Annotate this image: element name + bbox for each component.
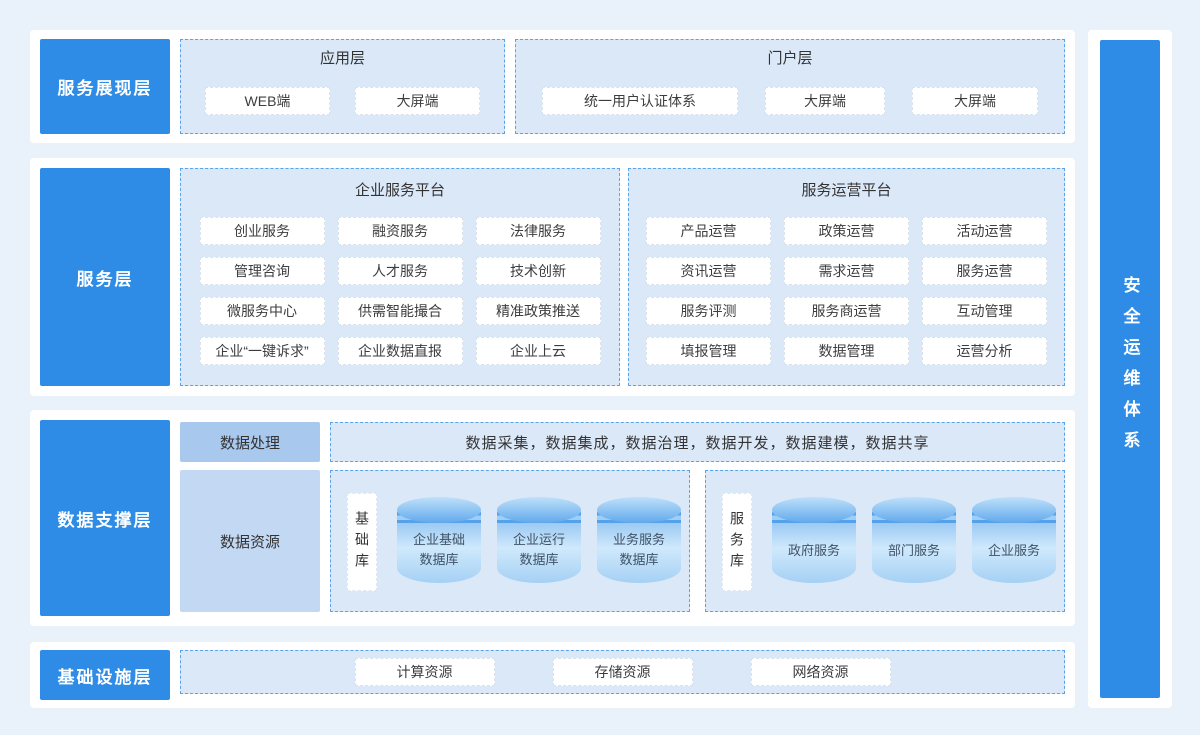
service-item-button: 法律服务 [475, 217, 601, 245]
cylinder-body [772, 523, 856, 583]
presentation-layer-panel: 服务展现层 应用层 WEB端 大屏端 门户层 统一用户认证体系 大屏端 大屏端 [30, 30, 1075, 143]
database-cylinder: 部门服务 [872, 497, 956, 583]
operation-item-button: 数据管理 [784, 337, 909, 365]
operation-item-button: 运营分析 [922, 337, 1047, 365]
service-item-button: 人才服务 [337, 257, 463, 285]
operation-item-button: 互动管理 [922, 297, 1047, 325]
portal-layer-group: 门户层 统一用户认证体系 大屏端 大屏端 [515, 39, 1065, 134]
service-operation-platform: 服务运营平台 产品运营 政策运营 活动运营 资讯运营 需求运营 服务运营 服务评… [628, 168, 1065, 386]
infra-item-button: 存储资源 [552, 658, 693, 686]
service-item-button: 供需智能撮合 [337, 297, 463, 325]
cylinder-body [872, 523, 956, 583]
security-ops-bar: 安全运维体系 [1100, 40, 1160, 698]
service-item-button: 企业数据直报 [337, 337, 463, 365]
infra-item-button: 网络资源 [750, 658, 891, 686]
cylinder-body [972, 523, 1056, 583]
data-processing-label: 数据处理 [180, 422, 320, 462]
application-items-row: WEB端 大屏端 [181, 87, 504, 115]
platform-title: 服务运营平台 [801, 182, 892, 199]
service-item-button: 企业上云 [475, 337, 601, 365]
data-resources-label: 数据资源 [180, 470, 320, 612]
portal-item-button: 统一用户认证体系 [542, 87, 738, 115]
portal-item-button: 大屏端 [912, 87, 1038, 115]
security-ops-panel: 安全运维体系 [1088, 30, 1172, 708]
database-name: 企业服务 [987, 543, 1040, 558]
service-item-button: 创业服务 [199, 217, 325, 245]
cylinder-body [397, 523, 481, 583]
operation-item-button: 填报管理 [646, 337, 771, 365]
database-cylinder: 业务服务数据库 [597, 497, 681, 583]
database-name: 企业基础数据库 [412, 532, 465, 567]
service-item-button: 企业“一键诉求” [199, 337, 325, 365]
database-name: 业务服务数据库 [612, 532, 665, 567]
cylinder-top [972, 497, 1056, 523]
service-item-button: 融资服务 [337, 217, 463, 245]
database-cylinder: 企业基础数据库 [397, 497, 481, 583]
portal-item-button: 大屏端 [765, 87, 885, 115]
layer-label-data-support: 数据支撑层 [40, 420, 170, 616]
database-cylinder: 政府服务 [772, 497, 856, 583]
cylinder-top [597, 497, 681, 523]
operation-item-button: 产品运营 [646, 217, 771, 245]
cylinder-top [772, 497, 856, 523]
data-processing-capabilities-text: 数据采集，数据集成，数据治理，数据开发，数据建模，数据共享 [465, 434, 930, 452]
operation-item-button: 活动运营 [922, 217, 1047, 245]
basic-database-group: 基础库 企业基础数据库 企业运行数据库 业务服务数据库 [330, 470, 690, 612]
presentation-item-button: WEB端 [205, 87, 330, 115]
infrastructure-resources-group: 计算资源 存储资源 网络资源 [180, 650, 1065, 694]
operation-item-button: 服务运营 [922, 257, 1047, 285]
database-cylinder: 企业运行数据库 [497, 497, 581, 583]
cylinder-body [597, 523, 681, 583]
database-name: 政府服务 [787, 543, 840, 558]
operation-item-button: 需求运营 [784, 257, 909, 285]
service-item-button: 精准政策推送 [475, 297, 601, 325]
cylinder-top [497, 497, 581, 523]
application-layer-group: 应用层 WEB端 大屏端 [180, 39, 505, 134]
data-processing-capabilities: 数据采集，数据集成，数据治理，数据开发，数据建模，数据共享 [330, 422, 1065, 462]
service-database-group: 服务库 政府服务 部门服务 企业服务 [705, 470, 1065, 612]
database-name: 企业运行数据库 [512, 532, 565, 567]
infrastructure-layer-panel: 基础设施层 计算资源 存储资源 网络资源 [30, 642, 1075, 708]
service-item-button: 管理咨询 [199, 257, 325, 285]
db-group-label-service: 服务库 [722, 493, 752, 591]
db-group-label-basic: 基础库 [347, 493, 377, 591]
group-title-portal: 门户层 [767, 50, 813, 67]
layer-label-infrastructure: 基础设施层 [40, 650, 170, 700]
layer-label-service: 服务层 [40, 168, 170, 386]
enterprise-service-grid: 创业服务 融资服务 法律服务 管理咨询 人才服务 技术创新 微服务中心 供需智能… [181, 217, 619, 365]
database-name: 部门服务 [887, 543, 940, 558]
operation-service-grid: 产品运营 政策运营 活动运营 资讯运营 需求运营 服务运营 服务评测 服务商运营… [629, 217, 1064, 365]
operation-item-button: 资讯运营 [646, 257, 771, 285]
portal-items-row: 统一用户认证体系 大屏端 大屏端 [516, 87, 1064, 115]
layer-label-presentation: 服务展现层 [40, 39, 170, 134]
platform-title: 企业服务平台 [354, 182, 445, 199]
presentation-item-button: 大屏端 [355, 87, 480, 115]
enterprise-service-platform: 企业服务平台 创业服务 融资服务 法律服务 管理咨询 人才服务 技术创新 微服务… [180, 168, 620, 386]
service-item-button: 技术创新 [475, 257, 601, 285]
operation-item-button: 服务评测 [646, 297, 771, 325]
operation-item-button: 服务商运营 [784, 297, 909, 325]
cylinder-body [497, 523, 581, 583]
group-title-application: 应用层 [319, 50, 365, 67]
cylinder-top [872, 497, 956, 523]
service-layer-panel: 服务层 企业服务平台 创业服务 融资服务 法律服务 管理咨询 人才服务 技术创新… [30, 158, 1075, 396]
infra-item-button: 计算资源 [354, 658, 495, 686]
database-cylinder: 企业服务 [972, 497, 1056, 583]
security-ops-label: 安全运维体系 [1120, 276, 1140, 462]
service-item-button: 微服务中心 [199, 297, 325, 325]
data-support-layer-panel: 数据支撑层 数据处理 数据采集，数据集成，数据治理，数据开发，数据建模，数据共享… [30, 410, 1075, 626]
operation-item-button: 政策运营 [784, 217, 909, 245]
cylinder-top [397, 497, 481, 523]
